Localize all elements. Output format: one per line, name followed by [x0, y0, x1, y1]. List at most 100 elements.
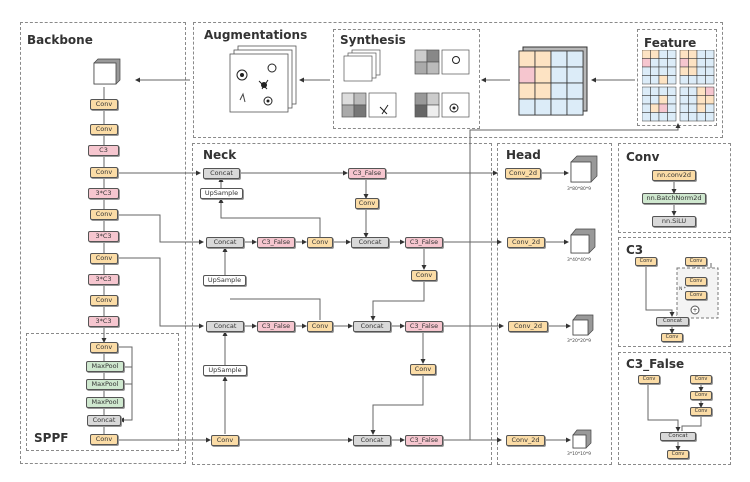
neck-conv-4[interactable]: Conv — [307, 321, 333, 332]
sppf-conv-in[interactable]: Conv — [90, 342, 118, 353]
feature-grid-cell — [642, 75, 651, 85]
feature-grid-cell — [667, 50, 677, 59]
backbone-conv-3[interactable]: Conv — [90, 167, 118, 178]
legend-c3-conv-out: Conv — [661, 333, 683, 342]
head-conv2d-1[interactable]: Conv_2d — [505, 168, 541, 179]
feature-grid-cell — [679, 95, 689, 105]
sppf-maxpool-3[interactable]: MaxPool — [86, 397, 124, 408]
neck-conv-down-1[interactable]: Conv — [355, 198, 379, 209]
feature-grid-cube — [518, 46, 588, 116]
backbone-3c3-1[interactable]: 3*C3 — [88, 188, 119, 199]
legend-c3-conv-b2: Conv — [685, 291, 707, 300]
augmentation-panel — [193, 22, 723, 138]
legend-c3false-conv-right: Conv — [690, 375, 712, 384]
backbone-conv-4[interactable]: Conv — [90, 209, 118, 220]
neck-c3false-2[interactable]: C3_False — [257, 237, 295, 248]
backbone-3c3-4[interactable]: 3*C3 — [88, 316, 119, 327]
neck-concat-6[interactable]: Concat — [353, 435, 391, 446]
neck-c3false-3[interactable]: C3_False — [405, 237, 443, 248]
feature-grid-cell — [658, 103, 668, 113]
sppf-maxpool-2[interactable]: MaxPool — [86, 379, 124, 390]
feature-grid-cell — [650, 103, 660, 113]
head-conv2d-4[interactable]: Conv_2d — [506, 435, 545, 446]
feature-title: Feature — [644, 36, 697, 50]
neck-upsample-1[interactable]: UpSample — [200, 188, 243, 199]
legend-c3-conv-right: Conv — [685, 257, 707, 266]
backbone-conv-5[interactable]: Conv — [90, 253, 118, 264]
feature-grid-cell — [667, 58, 677, 68]
backbone-conv-1[interactable]: Conv — [90, 99, 118, 110]
head-output-cube-4 — [572, 429, 592, 449]
neck-upsample-2[interactable]: UpSample — [203, 275, 246, 286]
backbone-3c3-3[interactable]: 3*C3 — [88, 274, 119, 285]
feature-cell — [518, 82, 536, 100]
feature-cell — [534, 66, 552, 84]
neck-conv-2[interactable]: Conv — [307, 237, 333, 248]
neck-upsample-3[interactable]: UpSample — [203, 365, 247, 376]
feature-grid-cell — [667, 75, 677, 85]
neck-concat-5[interactable]: Concat — [353, 321, 391, 332]
c3false-legend-panel — [618, 352, 731, 465]
conv-legend-title: Conv — [626, 150, 660, 164]
feature-grid-cell — [658, 95, 668, 105]
feature-cell — [518, 50, 536, 68]
sppf-concat[interactable]: Concat — [87, 415, 121, 426]
head-conv2d-2[interactable]: Conv_2d — [507, 237, 545, 248]
backbone-3c3-2[interactable]: 3*C3 — [88, 231, 119, 242]
legend-c3-repeat: N * — [679, 287, 687, 292]
synthesis-title: Synthesis — [340, 33, 406, 47]
synthesis-panel — [333, 29, 480, 129]
feature-grid-cell — [705, 75, 715, 85]
feature-grid-cell — [650, 58, 660, 68]
feature-grid-cell — [642, 58, 651, 68]
feature-grid-cell — [688, 66, 698, 76]
feature-grid-cell — [696, 58, 706, 68]
sppf-maxpool-1[interactable]: MaxPool — [86, 361, 124, 372]
neck-c3false-1[interactable]: C3_False — [348, 168, 386, 179]
backbone-title: Backbone — [27, 33, 93, 47]
feature-grid-cell — [658, 58, 668, 68]
head-conv2d-3[interactable]: Conv_2d — [508, 321, 548, 332]
feature-grid-cell — [688, 75, 698, 85]
head-output-label-1: 3*80*80*9 — [567, 187, 591, 192]
backbone-c3-1[interactable]: C3 — [88, 145, 119, 156]
neck-c3false-5[interactable]: C3_False — [405, 321, 443, 332]
backbone-panel — [20, 22, 186, 464]
feature-cell — [550, 82, 568, 100]
feature-grid-cell — [696, 66, 706, 76]
neck-conv-5[interactable]: Conv — [211, 435, 239, 446]
feature-grid-cell — [688, 50, 698, 59]
feature-grid-cell — [705, 86, 715, 96]
feature-cell — [534, 98, 552, 116]
head-title: Head — [506, 148, 541, 162]
neck-concat-3[interactable]: Concat — [351, 237, 389, 248]
neck-c3false-6[interactable]: C3_False — [405, 435, 443, 446]
add-icon — [690, 305, 700, 315]
feature-grid-cell — [688, 103, 698, 113]
backbone-conv-2[interactable]: Conv — [90, 124, 118, 135]
neck-concat-2[interactable]: Concat — [206, 237, 244, 248]
legend-c3false-conv-b2: Conv — [690, 407, 712, 416]
feature-grid-cell — [650, 50, 660, 59]
legend-nn-conv2d: nn.conv2d — [652, 170, 696, 181]
feature-grid-cell — [658, 112, 668, 122]
head-output-label-2: 3*40*40*9 — [567, 258, 591, 263]
feature-grid-cell — [688, 86, 698, 96]
feature-cell — [550, 50, 568, 68]
neck-concat-1[interactable]: Concat — [203, 168, 240, 179]
feature-grid-cell — [679, 103, 689, 113]
neck-conv-down-2[interactable]: Conv — [411, 270, 437, 281]
feature-grid-cell — [679, 66, 689, 76]
legend-c3false-conv-out: Conv — [667, 450, 689, 459]
svg-text:+: + — [693, 307, 698, 314]
legend-c3false-conv-b1: Conv — [690, 391, 712, 400]
synthesis-mosaics — [341, 49, 470, 118]
backbone-conv-6[interactable]: Conv — [90, 295, 118, 306]
neck-c3false-4[interactable]: C3_False — [257, 321, 295, 332]
neck-concat-4[interactable]: Concat — [206, 321, 244, 332]
sppf-conv-out[interactable]: Conv — [90, 434, 118, 445]
feature-grid-cell — [642, 95, 651, 105]
feature-grid-cell — [642, 86, 651, 96]
neck-conv-down-3[interactable]: Conv — [410, 364, 436, 375]
feature-grid-cell — [642, 103, 651, 113]
